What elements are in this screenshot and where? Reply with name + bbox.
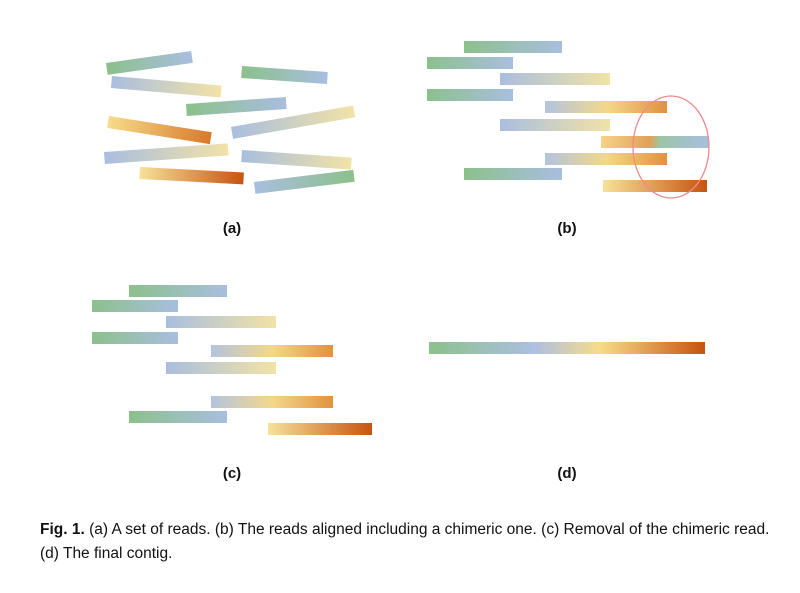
read xyxy=(211,345,333,357)
read xyxy=(427,89,513,101)
read xyxy=(500,73,610,85)
panel-b-reads xyxy=(427,41,710,199)
panel-label-c: (c) xyxy=(222,465,242,482)
panel-label-b: (b) xyxy=(557,220,577,237)
panel-label-d: (d) xyxy=(557,465,577,482)
read xyxy=(129,285,227,297)
read xyxy=(545,153,667,165)
final-contig xyxy=(429,342,705,354)
caption-text: (a) A set of reads. (b) The reads aligne… xyxy=(40,521,770,562)
read xyxy=(92,300,178,312)
read xyxy=(427,57,513,69)
read xyxy=(186,97,287,116)
read xyxy=(241,66,328,84)
read xyxy=(211,396,333,408)
panel-c-reads xyxy=(92,285,372,435)
figure-caption: Fig. 1. (a) A set of reads. (b) The read… xyxy=(40,518,770,566)
chimera-highlight-circle xyxy=(632,95,710,199)
read xyxy=(166,362,276,374)
read xyxy=(464,41,562,53)
read xyxy=(107,116,212,145)
figure-canvas xyxy=(92,41,710,435)
caption-lead: Fig. 1. xyxy=(40,521,85,538)
read xyxy=(230,105,356,139)
chimeric-read xyxy=(601,136,709,148)
read xyxy=(603,180,707,192)
read xyxy=(464,168,562,180)
read xyxy=(129,411,227,423)
read xyxy=(268,423,372,435)
read xyxy=(241,150,352,170)
panel-a-reads xyxy=(104,51,356,194)
read xyxy=(545,101,667,113)
read xyxy=(106,51,193,75)
read xyxy=(92,332,178,344)
panel-label-a: (a) xyxy=(222,220,242,237)
panel-d-contig xyxy=(429,342,705,354)
read xyxy=(110,76,222,98)
read xyxy=(500,119,610,131)
read xyxy=(254,169,355,194)
read xyxy=(166,316,276,328)
read xyxy=(104,143,229,164)
figure: (a) (b) (c) (d) xyxy=(92,41,710,482)
read xyxy=(139,167,244,185)
clipped-next-line xyxy=(40,584,300,593)
